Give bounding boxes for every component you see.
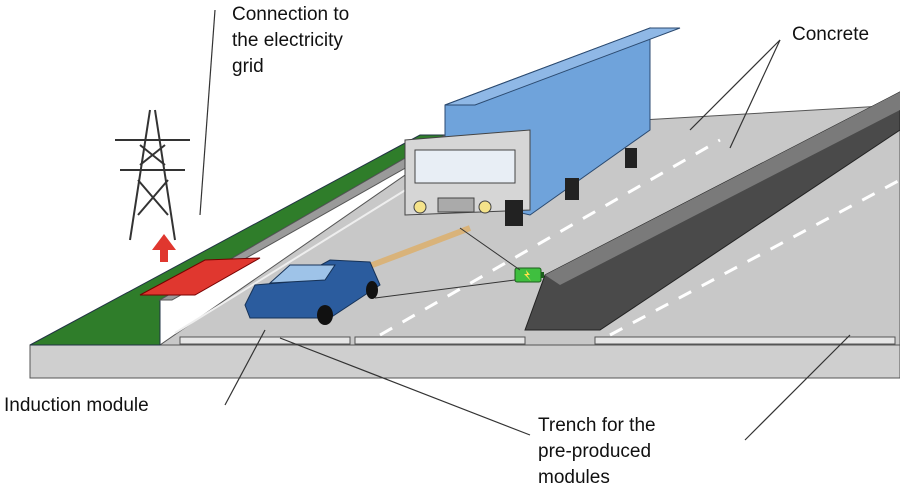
- truck: [404, 27, 681, 226]
- trench-slot-3: [594, 336, 896, 345]
- truck-grille: [437, 197, 475, 213]
- trench-slot-2: [354, 336, 526, 345]
- label-trench: Trench for the pre-produced modules: [538, 415, 656, 488]
- truck-headlight-left: [413, 200, 427, 214]
- truck-headlight-right: [478, 200, 492, 214]
- leader-trench-2: [744, 334, 851, 441]
- car: [244, 259, 381, 325]
- car-wheel: [366, 281, 378, 299]
- car-window: [268, 264, 336, 284]
- car-body: [244, 259, 381, 319]
- leader-concrete-2: [729, 39, 781, 149]
- truck-box-top: [444, 27, 681, 106]
- grid-connection-pad: [139, 257, 261, 296]
- label-grid-connection: Connection to the electricity grid: [232, 4, 350, 77]
- barrier-top: [545, 92, 900, 285]
- trench-slot-1: [179, 336, 351, 345]
- pylon-icon: [115, 109, 190, 241]
- lane-dash-1: [379, 138, 721, 337]
- battery-charge-icon: [514, 267, 544, 283]
- leader-grid: [199, 9, 216, 216]
- truck-wheel: [625, 148, 637, 168]
- lane-dash-2: [609, 178, 900, 337]
- truck-windshield: [414, 149, 516, 184]
- label-induction-module: Induction module: [4, 395, 149, 416]
- label-concrete: Concrete: [792, 24, 870, 45]
- road-base-front: [29, 344, 900, 379]
- battery-link-car: [374, 279, 516, 299]
- up-arrow-icon: [152, 234, 176, 262]
- leader-trench-1: [279, 337, 531, 436]
- leader-induction: [224, 329, 266, 406]
- truck-wheel: [505, 200, 523, 226]
- truck-wheel: [565, 178, 579, 200]
- battery-link-truck: [459, 227, 521, 271]
- leader-concrete-1: [689, 39, 781, 131]
- car-wheel: [317, 305, 333, 325]
